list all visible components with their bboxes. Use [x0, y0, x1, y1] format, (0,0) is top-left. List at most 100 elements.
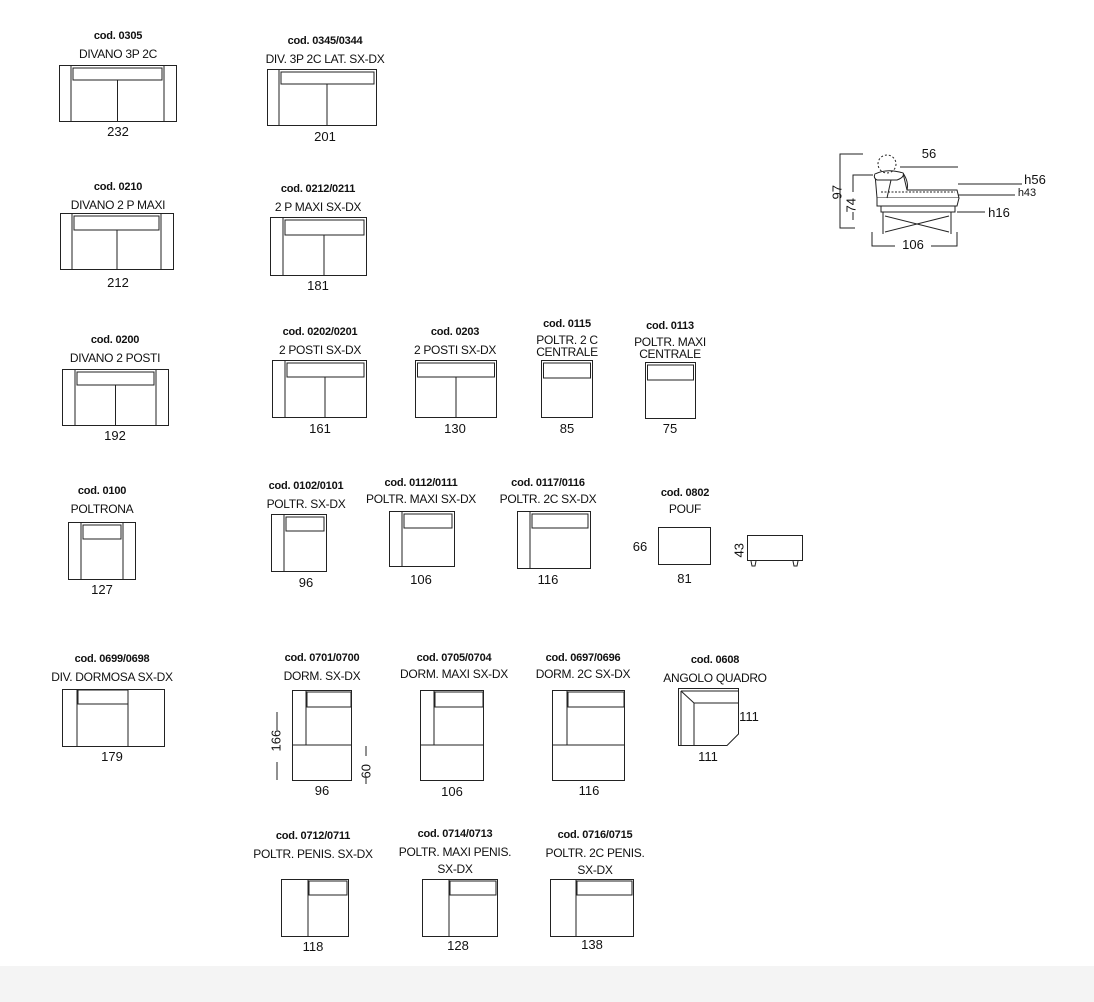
- module-name: DIV. DORMOSA SX-DX: [51, 670, 173, 684]
- module-name: POLTR. 2C PENIS.: [545, 846, 645, 860]
- sofa-plan-drawing: [517, 511, 593, 571]
- width-dimension: 81: [677, 571, 692, 586]
- module-code: cod. 0345/0344: [287, 35, 363, 47]
- module-0202-0201: cod. 0202/0201 2 POSTI SX-DX 161: [262, 326, 378, 438]
- module-name: 2 POSTI SX-DX: [413, 343, 497, 357]
- module-code: cod. 0200: [90, 334, 140, 346]
- width-dimension: 111: [698, 749, 718, 764]
- module-name: DORM. 2C SX-DX: [535, 667, 631, 681]
- module-code: cod. 0212/0211: [280, 183, 356, 195]
- module-name: ANGOLO QUADRO: [663, 671, 767, 685]
- width-dimension: 179: [101, 749, 123, 764]
- module-code: cod. 0608: [690, 654, 740, 666]
- pouf-plan-drawing: [658, 527, 714, 567]
- module-name: DIV. 3P 2C LAT. SX-DX: [265, 52, 385, 66]
- depth-dimension: 111: [739, 709, 759, 724]
- width-dimension: 212: [107, 275, 129, 290]
- module-code: cod. 0113: [646, 320, 694, 332]
- module-0102-0101: cod. 0102/0101 POLTR. SX-DX 96: [258, 480, 354, 595]
- module-code: cod. 0714/0713: [417, 828, 493, 840]
- module-name-line2: SX-DX: [577, 863, 613, 877]
- module-0112-0111: cod. 0112/0111 POLTR. MAXI SX-DX 106: [365, 477, 477, 592]
- sofa-bed-plan-drawing: [552, 690, 628, 784]
- width-dimension: 181: [307, 278, 329, 293]
- depth-dimension: 106: [902, 237, 924, 252]
- module-0699-0698: cod. 0699/0698 DIV. DORMOSA SX-DX 179: [48, 653, 176, 771]
- module-code: cod. 0102/0101: [268, 480, 344, 492]
- width-dimension: 161: [309, 421, 331, 436]
- module-code: cod. 0705/0704: [416, 652, 492, 664]
- module-name: POLTR. MAXI PENIS.: [398, 845, 512, 859]
- sofa-plan-drawing: [271, 514, 329, 574]
- module-0210: cod. 0210 DIVANO 2 P MAXI 212: [50, 181, 186, 293]
- module-code: cod. 0697/0696: [545, 652, 621, 664]
- module-code: cod. 0305: [93, 30, 143, 42]
- module-0701-0700: cod. 0701/0700 DORM. SX-DX 166 60 96: [262, 652, 382, 802]
- side-profile-drawing: [825, 140, 1065, 260]
- module-code: cod. 0203: [430, 326, 480, 338]
- module-0100: cod. 0100 POLTRONA 127: [62, 485, 142, 600]
- side-profile-view: 56 97 74 h56 h43 h16 106: [825, 140, 1065, 260]
- module-name: POLTR. MAXI SX-DX: [365, 492, 477, 506]
- sofa-plan-drawing: [62, 689, 168, 749]
- module-code: cod. 0699/0698: [74, 653, 150, 665]
- height-74-dimension: 74: [843, 198, 859, 213]
- width-dimension: 96: [314, 783, 330, 798]
- module-0115: cod. 0115 POLTR. 2 C CENTRALE 85: [530, 318, 604, 438]
- module-0802: cod. 0802 POUF 66 81 43: [625, 487, 815, 592]
- module-0305: cod. 0305 DIVANO 3P 2C 232: [50, 30, 186, 142]
- height-dimension: 43: [731, 543, 747, 558]
- width-dimension: 127: [91, 582, 113, 597]
- module-0212-0211: cod. 0212/0211 2 P MAXI SX-DX 181: [258, 183, 378, 295]
- sofa-plan-drawing: [645, 362, 699, 420]
- sofa-bed-plan-drawing: [420, 690, 488, 784]
- width-dimension: 75: [662, 421, 678, 436]
- module-name: DIVANO 3P 2C: [79, 47, 157, 61]
- module-name: DIVANO 2 P MAXI: [70, 198, 166, 212]
- width-dimension: 128: [447, 938, 469, 953]
- width-dimension: 130: [444, 421, 466, 436]
- width-dimension: 106: [441, 784, 463, 799]
- sofa-plan-drawing: [541, 360, 595, 420]
- width-dimension: 116: [537, 572, 559, 587]
- sofa-plan-drawing: [68, 522, 138, 582]
- h43-label: h43: [1017, 187, 1037, 199]
- module-name: DORM. SX-DX: [283, 669, 361, 683]
- width-dimension: 116: [578, 783, 600, 798]
- peninsula-plan-drawing: [281, 879, 353, 939]
- module-0697-0696: cod. 0697/0696 DORM. 2C SX-DX 116: [530, 652, 636, 802]
- width-dimension: 138: [581, 937, 603, 952]
- sofa-plan-drawing: [59, 65, 179, 123]
- module-0712-0711: cod. 0712/0711 POLTR. PENIS. SX-DX 118: [252, 830, 374, 960]
- module-0113: cod. 0113 POLTR. MAXI CENTRALE 75: [633, 320, 707, 438]
- depth-dimension: 166: [268, 729, 284, 752]
- module-name: POLTRONA: [70, 502, 134, 516]
- module-name-line2: SX-DX: [437, 862, 473, 876]
- footer-band: [0, 966, 1094, 1002]
- module-code: cod. 0210: [93, 181, 143, 193]
- corner-plan-drawing: [678, 688, 742, 748]
- module-name: DIVANO 2 POSTI: [69, 351, 161, 365]
- module-name: POLTR. 2 C: [536, 333, 598, 347]
- h56-label: h56: [1024, 172, 1046, 187]
- module-code: cod. 0802: [660, 487, 710, 499]
- module-0705-0704: cod. 0705/0704 DORM. MAXI SX-DX 106: [398, 652, 510, 802]
- width-dimension: 201: [314, 129, 336, 144]
- pouf-side-drawing: [747, 535, 805, 569]
- module-name: POLTR. SX-DX: [266, 497, 346, 511]
- depth-dimension-60: 60: [358, 764, 374, 779]
- width-dimension: 192: [104, 428, 126, 443]
- module-name: POLTR. PENIS. SX-DX: [253, 847, 373, 861]
- module-0200: cod. 0200 DIVANO 2 POSTI 192: [55, 334, 175, 446]
- sofa-plan-drawing: [60, 213, 176, 271]
- peninsula-plan-drawing: [422, 879, 502, 939]
- module-code: cod. 0112/0111: [384, 477, 458, 489]
- dimension-lines: [274, 712, 374, 796]
- sofa-plan-drawing: [415, 360, 499, 420]
- width-dimension: 232: [107, 124, 129, 139]
- sofa-plan-drawing: [62, 369, 172, 427]
- sofa-plan-drawing: [389, 511, 457, 569]
- module-code: cod. 0117/0116: [511, 477, 585, 489]
- peninsula-plan-drawing: [550, 879, 638, 939]
- module-name: POLTR. MAXI: [634, 335, 706, 349]
